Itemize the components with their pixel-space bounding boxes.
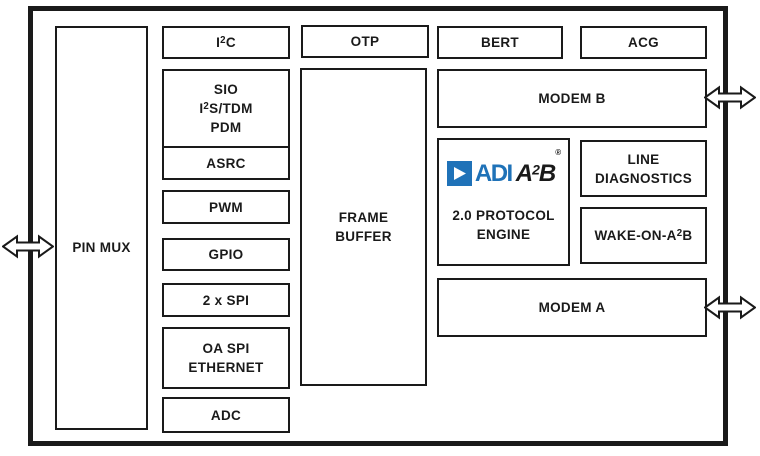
block-line-diagnostics: LINE DIAGNOSTICS [580,140,707,197]
asrc-label: ASRC [206,155,246,171]
frame-buffer-label-line1: FRAME [338,210,389,225]
adi-logo-text: ADI [474,159,513,187]
block-2x-spi: 2 x SPI [162,283,290,317]
wake-on-a2b-label: WAKE-ON-A2B [594,228,693,243]
pin-mux-label: PIN MUX [72,240,131,255]
i2c-label: I2C [216,35,236,50]
oa-spi-label-line1: OA SPI [202,341,250,356]
modem-a-label: MODEM A [538,300,606,315]
block-gpio: GPIO [162,238,290,271]
pwm-label: PWM [209,199,243,215]
protocol-engine-label: 2.0 PROTOCOL ENGINE [452,206,554,244]
frame-buffer-label-line2: BUFFER [335,229,392,244]
bert-label: BERT [481,35,519,50]
block-frame-buffer: FRAME BUFFER [300,68,427,386]
block-otp: OTP [301,25,429,58]
otp-label: OTP [350,34,380,49]
block-bert: BERT [437,26,563,59]
adc-label: ADC [210,407,242,423]
protocol-engine-label-line2: ENGINE [476,226,531,242]
block-modem-a: MODEM A [437,278,707,337]
2x-spi-label: 2 x SPI [202,292,250,308]
oa-spi-label-line2: ETHERNET [188,360,264,375]
pin-mux-bidirectional-arrow-icon [2,234,54,259]
block-acg: ACG [580,26,707,59]
block-wake-on-a2b: WAKE-ON-A2B [580,207,707,264]
acg-label: ACG [628,35,659,50]
block-a2b-protocol-engine: ADI A2B® 2.0 PROTOCOL ENGINE [437,138,570,266]
protocol-engine-label-line1: 2.0 PROTOCOL [452,207,555,223]
block-sio-asrc: SIO I2S/TDM PDM ASRC [162,69,290,180]
line-diagnostics-label-line2: DIAGNOSTICS [594,170,693,186]
block-modem-b: MODEM B [437,69,707,128]
modem-b-label: MODEM B [538,91,606,106]
block-sio: SIO I2S/TDM PDM [164,71,288,146]
sio-label-line3: PDM [210,120,242,135]
adi-a2b-logo: ADI A2B® [446,147,561,187]
registered-trademark: ® [555,147,561,157]
block-i2c: I2C [162,26,290,59]
sio-label-line1: SIO [213,82,239,97]
gpio-label: GPIO [208,247,244,262]
modem-a-bidirectional-arrow-icon [704,295,756,320]
a2b-logo-text: A2B® [515,147,561,187]
modem-b-bidirectional-arrow-icon [704,85,756,110]
sio-label-line2: I2S/TDM [199,101,253,116]
adi-logo-triangle-icon [453,166,466,180]
block-adc: ADC [162,397,290,433]
adi-logo-square [446,160,472,186]
block-oa-spi-ethernet: OA SPI ETHERNET [162,327,290,389]
block-asrc: ASRC [164,146,288,178]
block-pwm: PWM [162,190,290,224]
block-pin-mux: PIN MUX [55,26,148,430]
line-diagnostics-label-line1: LINE [627,151,660,167]
